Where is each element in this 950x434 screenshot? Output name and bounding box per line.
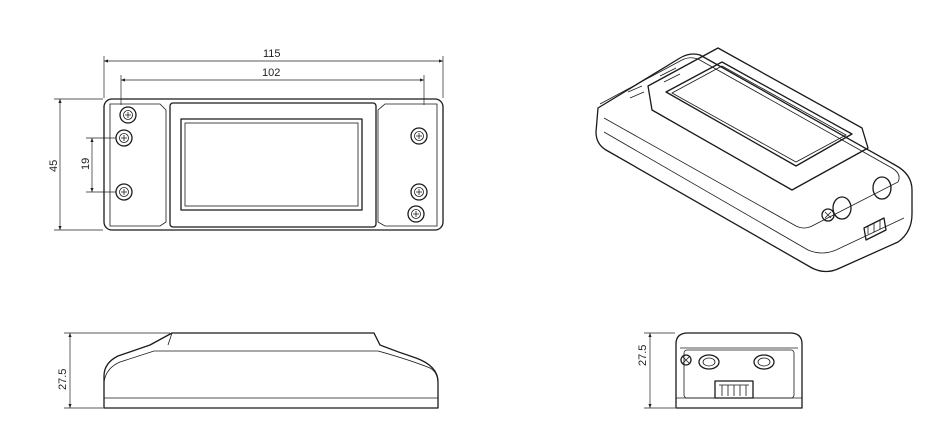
dim-end-27-5: 27.5 bbox=[637, 332, 675, 409]
dim-45-label: 45 bbox=[48, 160, 60, 172]
iso-connector bbox=[863, 217, 887, 241]
dim-19-label: 19 bbox=[80, 158, 92, 170]
screw-icon bbox=[119, 106, 137, 124]
iso-label-window bbox=[665, 61, 853, 167]
mounting-hole-icon bbox=[410, 127, 428, 145]
iso-body-outline bbox=[595, 53, 913, 273]
end-view: 27.5 bbox=[637, 332, 803, 409]
top-view-outline bbox=[103, 98, 444, 231]
iso-hole-icon bbox=[832, 196, 852, 220]
mounting-hole-icon bbox=[115, 129, 133, 147]
dim-end-27-5-label: 27.5 bbox=[637, 345, 649, 366]
dim-115-label: 115 bbox=[263, 48, 281, 60]
dim-102: 102 bbox=[120, 67, 425, 105]
dim-side-27-5-label: 27.5 bbox=[57, 369, 69, 390]
end-view-outline bbox=[675, 332, 803, 409]
top-view-center-panel bbox=[169, 102, 377, 228]
iso-hole-icon bbox=[872, 176, 892, 200]
dim-102-label: 102 bbox=[262, 67, 280, 79]
mounting-hole-icon bbox=[115, 183, 133, 201]
isometric-view bbox=[595, 47, 913, 273]
end-connector bbox=[714, 380, 754, 399]
end-hole-icon bbox=[698, 354, 720, 370]
dim-19: 19 bbox=[80, 137, 116, 193]
top-view-right-end-cap bbox=[377, 103, 438, 227]
end-hole-icon bbox=[753, 354, 775, 370]
iso-center-block bbox=[647, 47, 869, 191]
top-view-left-end-cap bbox=[109, 103, 167, 227]
top-view-label-window bbox=[180, 118, 363, 211]
top-view: 115 102 45 19 bbox=[48, 48, 444, 231]
side-view: 27.5 bbox=[57, 332, 439, 409]
end-screw-icon bbox=[680, 354, 692, 366]
screw-icon bbox=[407, 205, 425, 223]
dim-115: 115 bbox=[103, 48, 444, 98]
side-view-outline bbox=[103, 332, 439, 409]
dim-45: 45 bbox=[48, 98, 103, 231]
mounting-hole-icon bbox=[410, 183, 428, 201]
iso-screw-icon bbox=[821, 208, 835, 222]
dim-side-27-5: 27.5 bbox=[57, 332, 170, 409]
